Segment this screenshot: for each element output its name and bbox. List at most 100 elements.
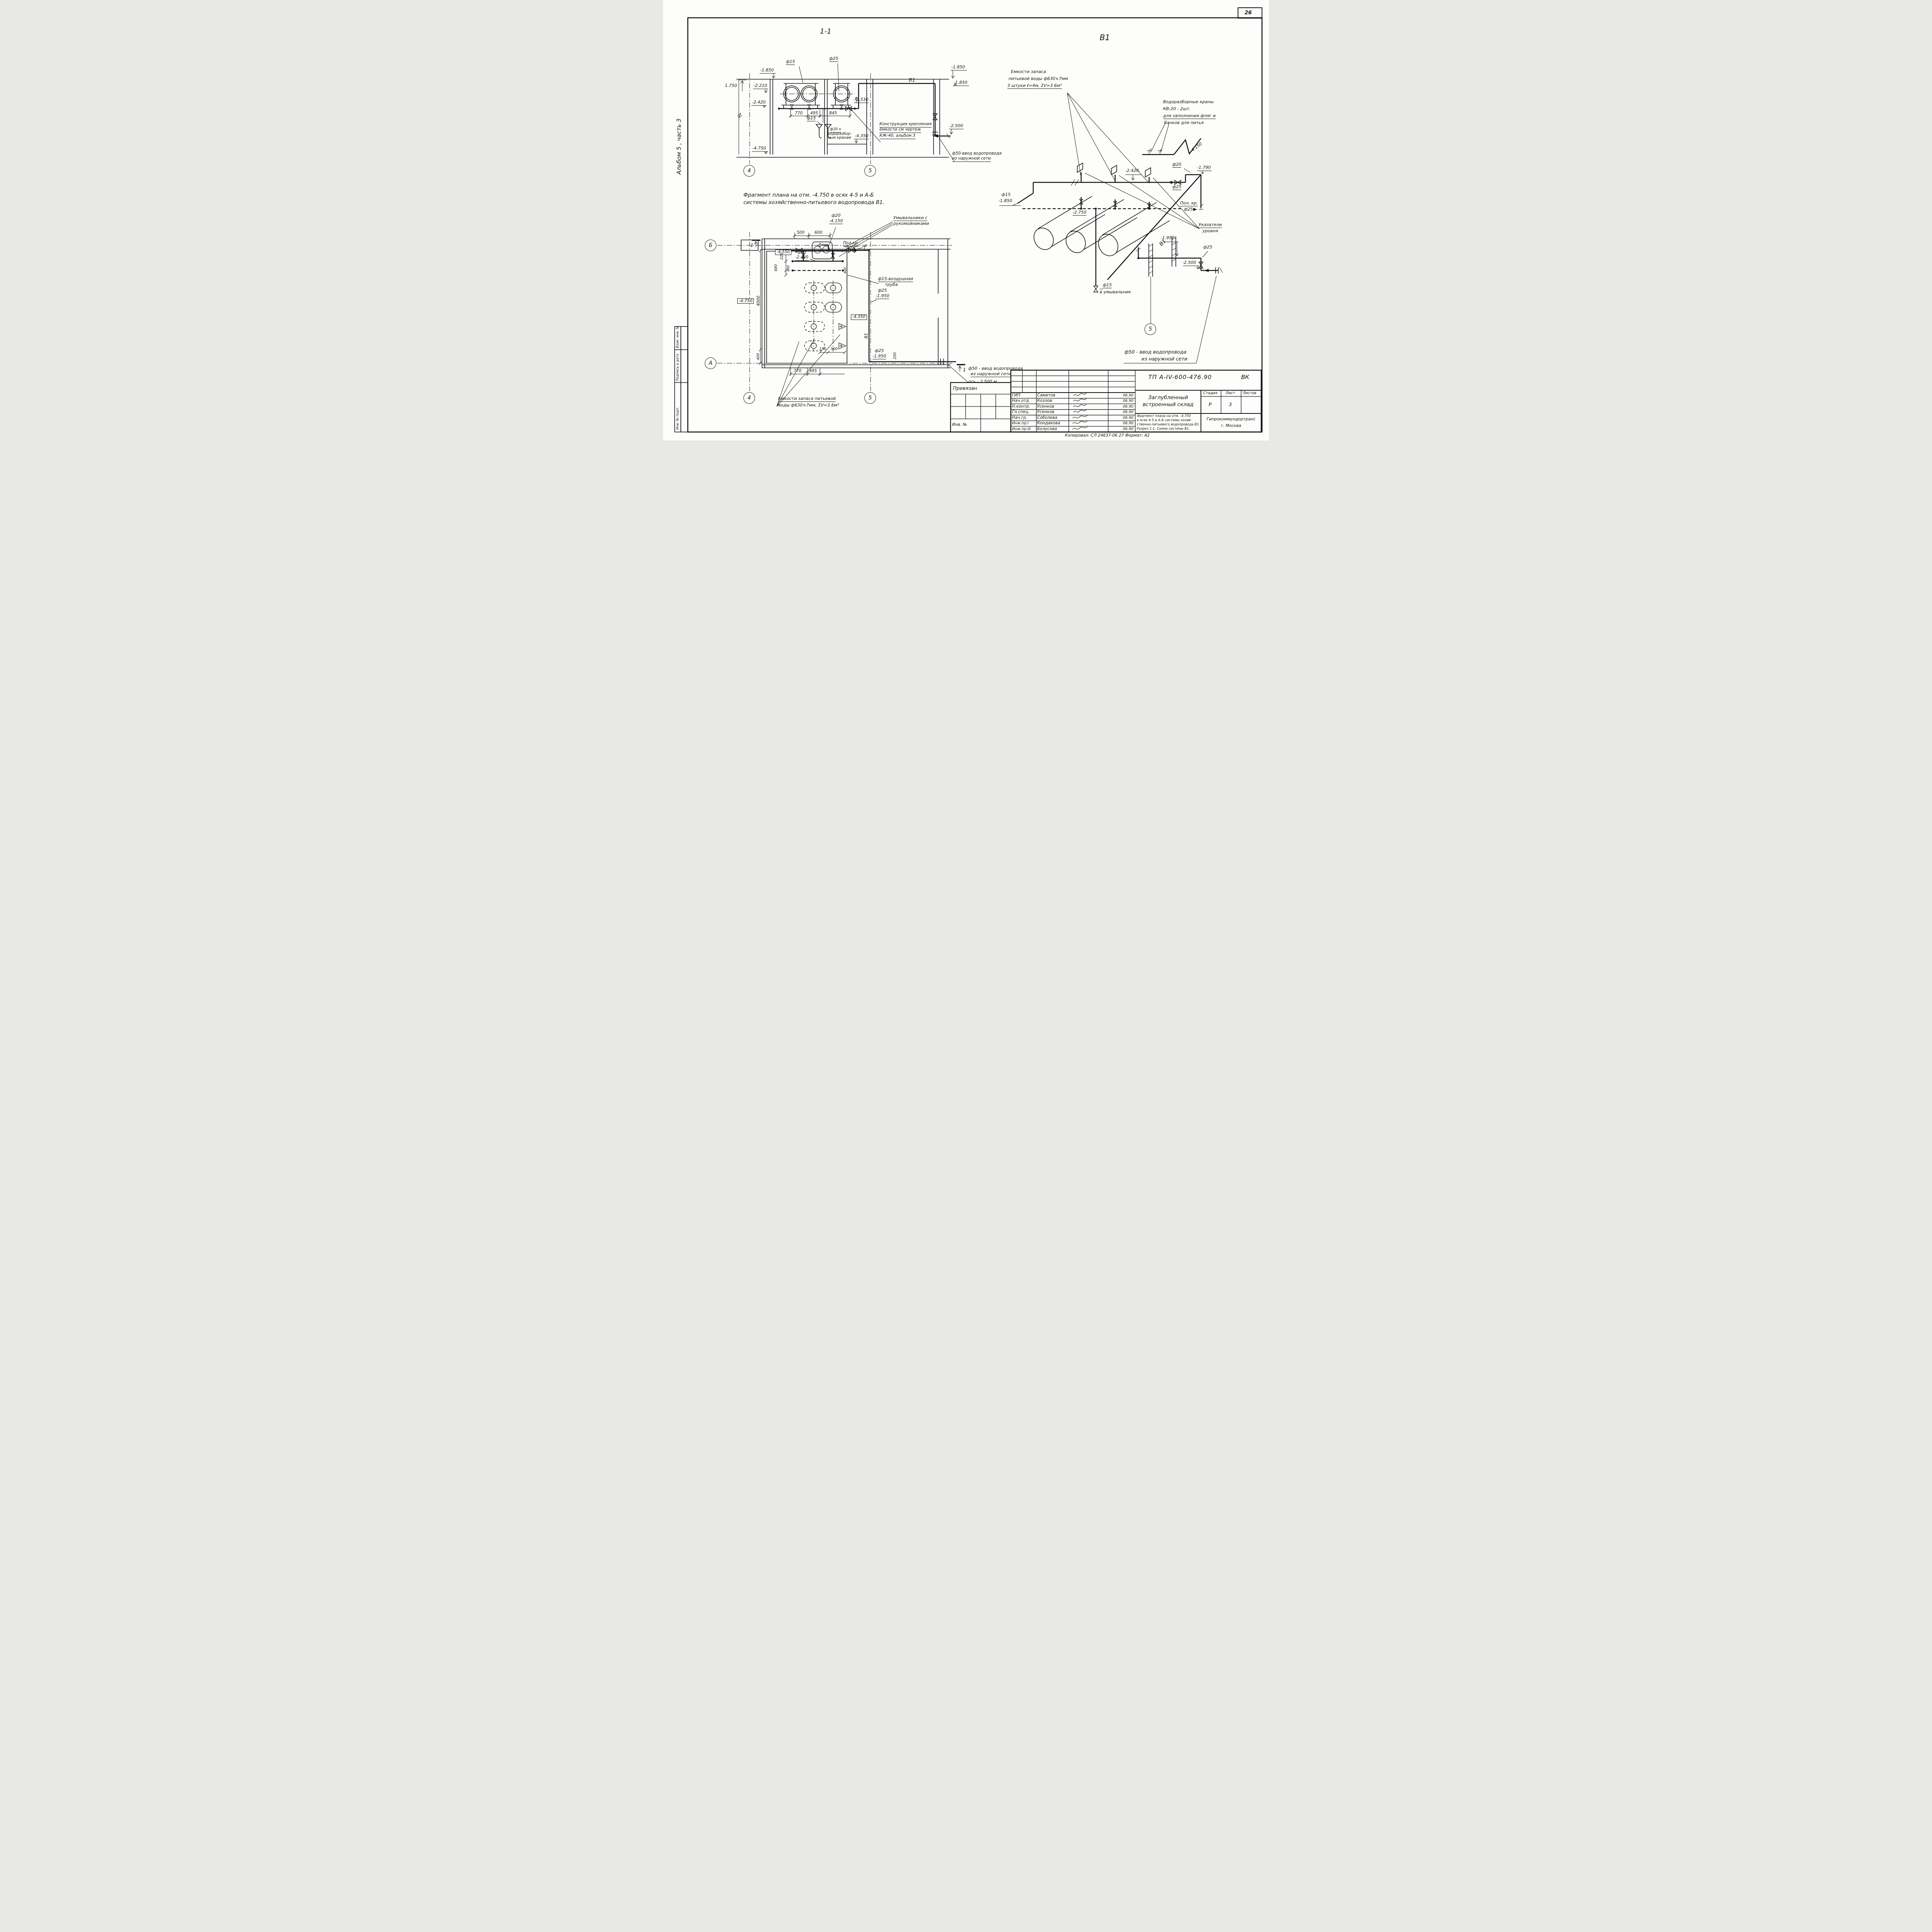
level-label: -2.420 bbox=[1125, 168, 1139, 173]
tb-name: Болусова bbox=[1037, 427, 1057, 431]
note-inlet: ф50 - ввод водопровода bbox=[968, 366, 1023, 371]
axis-bubble-5: 5 bbox=[864, 392, 876, 404]
tb-stage-v: Р bbox=[1209, 401, 1212, 407]
note-inlet: ф50-ввод водопровода bbox=[952, 151, 1002, 156]
level-label: -1.950 bbox=[876, 293, 889, 299]
tb-desc: ственно-питьевого водопровода В1. bbox=[1137, 423, 1200, 427]
pipe-dia-label: ф15 bbox=[807, 116, 816, 122]
axis-bubble-b: Б bbox=[705, 240, 716, 251]
dim-label: 500 bbox=[797, 230, 805, 235]
level-box: -4.550 bbox=[775, 250, 791, 255]
pipe-tag-b1: В1 bbox=[864, 333, 869, 338]
tb-role: Гл.спец. bbox=[1012, 410, 1030, 414]
dim-label: 400 bbox=[756, 353, 760, 360]
note-inlet: из наружной сети bbox=[952, 156, 991, 162]
plan-heading: системы хозяйственно-питьевого водопрово… bbox=[743, 199, 884, 206]
tb-stage-h: Стадия bbox=[1203, 391, 1218, 395]
dim-label: 770 bbox=[794, 369, 802, 373]
tb-date: 06.90 bbox=[1123, 427, 1134, 431]
note-to-taps: ным кранам bbox=[828, 136, 851, 140]
section-title: 1-1 bbox=[820, 27, 832, 36]
dim-label: 845 bbox=[829, 111, 837, 116]
tb-role: Нач.отд bbox=[1012, 398, 1029, 403]
signature-scribbles bbox=[1072, 393, 1088, 430]
note-taps: Водоразборные краны bbox=[1163, 99, 1214, 104]
note-air-pipe: ф15-воздушная bbox=[878, 276, 913, 282]
note-bracket: Конструкция крепления bbox=[879, 122, 932, 128]
tb-name: Козлов bbox=[1037, 398, 1052, 403]
tb-sheet-h: Лист bbox=[1226, 391, 1235, 395]
note-inlet: из наружной сети bbox=[1141, 356, 1188, 362]
level-label: -1.850 bbox=[760, 68, 774, 73]
pipe-dia-label: ф25 bbox=[829, 56, 838, 62]
note-inlet: из наружной сети bbox=[971, 371, 1011, 378]
pipe-tag-b1: В1 bbox=[909, 77, 915, 83]
tb-role: Инж.пр.I bbox=[1012, 421, 1029, 425]
tb-role: Н.контр. bbox=[1012, 404, 1030, 409]
axis-bubble-a: А bbox=[705, 357, 716, 369]
pipe-dia-label: ф25 bbox=[1203, 245, 1213, 250]
level-label: -2.500 bbox=[1182, 260, 1196, 265]
dim-label: 200 bbox=[893, 352, 897, 359]
dim-label: 680 bbox=[774, 264, 778, 271]
level-label: -2.420 bbox=[752, 100, 766, 105]
dim-label: 220 bbox=[780, 252, 784, 260]
pipe-dia-label: ф25 bbox=[1172, 184, 1182, 190]
cut-mark-1: 1 bbox=[750, 242, 753, 248]
tb-bound: Привязан bbox=[953, 385, 977, 391]
note-sinks: Умывальники с bbox=[893, 215, 928, 221]
doc-number: ТП А-IV-600-476.90 bbox=[1148, 374, 1212, 381]
pipe-dia-label: ф20 bbox=[1172, 162, 1182, 168]
level-label: -2.530 bbox=[855, 97, 869, 102]
dim-label: 500 bbox=[831, 347, 838, 351]
pipe-dia-label: ф15 bbox=[786, 59, 795, 65]
dim-label: 4000 bbox=[756, 296, 761, 306]
plan-heading: Фрагмент плана на отм. -4.750 в осях 4-5… bbox=[743, 192, 874, 198]
note-tanks: 3 штуки ℓ=4м, ΣV=3.6м³ bbox=[1007, 83, 1062, 89]
tb-date: 06.90 bbox=[1123, 399, 1134, 403]
pipe-dia-label: ф15 bbox=[1002, 192, 1011, 197]
pipe-dia-label: ф20 bbox=[832, 213, 841, 218]
margin-row-podpis: Подпись и дата bbox=[676, 354, 680, 381]
note-level-gauges: Указатели bbox=[1199, 222, 1222, 228]
dim-label: 495 bbox=[810, 111, 818, 116]
tb-date: 06.90 bbox=[1123, 416, 1134, 420]
level-label: -1.850 bbox=[998, 198, 1012, 203]
dim-label: 400 bbox=[787, 265, 791, 272]
drawing-linework bbox=[674, 7, 1263, 433]
scheme-title: В1 bbox=[1100, 33, 1110, 42]
tb-desc: в осях 4-5 и А-Б системы хозяй- bbox=[1137, 418, 1192, 422]
tb-name: Соболева bbox=[1037, 415, 1058, 420]
level-label: -1.790 bbox=[1197, 165, 1211, 170]
pipe-dia-label: ф25 bbox=[878, 288, 887, 293]
drawing-sheet: 26 Альбом 5 , часть 3 Взам. инв. № Подпи… bbox=[663, 0, 1269, 440]
dim-label: 495 bbox=[809, 369, 817, 373]
margin-row-inv: Инв. № подл. bbox=[676, 407, 680, 430]
note-taps: для заполнения фляг и bbox=[1163, 113, 1216, 119]
note-inlet: ф50 - ввод водопровода bbox=[1124, 349, 1187, 355]
note-to-taps: водоразбор- bbox=[828, 132, 852, 136]
note-hose-tap: Пол.кр. bbox=[843, 241, 859, 247]
level-box: -4.350 bbox=[851, 315, 867, 320]
tb-sheets-h: Листов bbox=[1243, 391, 1257, 395]
dim-label: 770 bbox=[795, 111, 803, 116]
note-hose-tap: ф25 bbox=[846, 246, 855, 250]
note-hose-tap: Пол. кр. bbox=[1180, 201, 1198, 207]
note-to-taps: ф20 к bbox=[830, 127, 841, 133]
note-taps: бачков для питья bbox=[1164, 120, 1204, 125]
tb-org: г. Москва bbox=[1221, 423, 1242, 428]
dim-label: 150 bbox=[819, 347, 827, 351]
axis-bubble-4: 4 bbox=[743, 165, 755, 177]
note-inlet-axis: ось - 2.500 м bbox=[968, 379, 997, 384]
level-label: -2.750 bbox=[1073, 210, 1087, 216]
note-tanks: Емкости запаса питьевой bbox=[778, 396, 836, 402]
note-to-sink: ф15 bbox=[1103, 282, 1112, 289]
note-sinks: рукомойниками bbox=[893, 221, 929, 226]
cut-mark-1: 1 bbox=[963, 367, 966, 372]
axis-bubble-5: 5 bbox=[864, 165, 876, 177]
note-taps: КВ-20 - 2шт. bbox=[1163, 106, 1191, 111]
level-label: -1.850 bbox=[954, 80, 968, 85]
tb-sheet-v: 3 bbox=[1229, 401, 1232, 407]
level-label: -1.850 bbox=[951, 65, 965, 70]
pipe-dia-label: ф25 bbox=[798, 250, 806, 255]
